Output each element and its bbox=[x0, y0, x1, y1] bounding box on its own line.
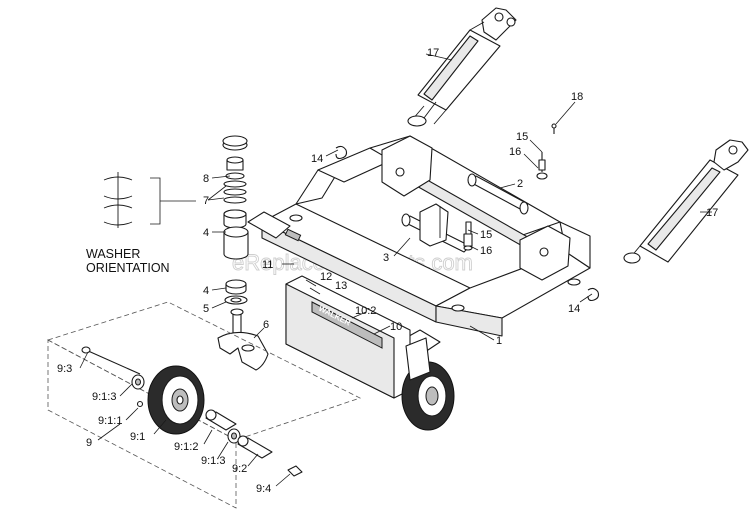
caster-fork-6 bbox=[217, 308, 269, 371]
frame-wheel bbox=[401, 337, 455, 431]
callout-7a: 7 bbox=[203, 195, 209, 207]
callout-9-2: 9:2 bbox=[232, 463, 247, 475]
pin-hardware-lower bbox=[463, 221, 473, 251]
callouts: 17 17 18 15 16 14 2 15 16 3 14 8 7 4 4 5… bbox=[57, 47, 718, 495]
callout-11: 11 bbox=[262, 259, 273, 271]
bearing-9-1-3-left bbox=[131, 374, 145, 390]
callout-17-right: 17 bbox=[706, 207, 718, 219]
callout-5: 5 bbox=[203, 303, 209, 315]
callout-1: 1 bbox=[496, 335, 502, 347]
callout-15-upper: 15 bbox=[516, 131, 528, 143]
callout-16-upper: 16 bbox=[509, 146, 521, 158]
callout-9-4: 9:4 bbox=[256, 483, 271, 495]
callout-9-1-2: 9:1:2 bbox=[174, 441, 198, 453]
callout-10: 10 bbox=[390, 321, 402, 333]
callout-14-left: 14 bbox=[311, 153, 323, 165]
grease-fitting-9-1-1 bbox=[136, 400, 144, 408]
callout-17-upper: 17 bbox=[427, 47, 439, 59]
callout-9: 9 bbox=[86, 437, 92, 449]
leader-lines bbox=[79, 53, 712, 487]
callout-18: 18 bbox=[571, 91, 583, 103]
callout-13: 13 bbox=[335, 280, 347, 292]
pivot-tube-3 bbox=[401, 203, 471, 253]
callout-9-1-3-right: 9:1:3 bbox=[201, 455, 225, 467]
spacer-9-1-2 bbox=[205, 409, 237, 431]
clip-14-right bbox=[587, 287, 600, 302]
callout-15-lower: 15 bbox=[480, 229, 492, 241]
callout-9-1-1: 9:1:1 bbox=[98, 415, 122, 427]
callout-8: 8 bbox=[203, 173, 209, 185]
callout-14-right: 14 bbox=[568, 303, 580, 315]
clip-14-left bbox=[335, 145, 348, 160]
pin-hardware-upper bbox=[536, 123, 557, 180]
callout-6: 6 bbox=[263, 319, 269, 331]
hydraulic-cylinder-upper bbox=[407, 7, 517, 127]
spindle-stack bbox=[222, 135, 249, 305]
callout-4-upper: 4 bbox=[203, 227, 209, 239]
callout-9-1-3-left: 9:1:3 bbox=[92, 391, 116, 403]
callout-9-1: 9:1 bbox=[130, 431, 145, 443]
shaft-2 bbox=[467, 173, 529, 215]
washer-orientation-legend: WASHER ORIENTATION bbox=[86, 172, 196, 275]
caster-wheel-kit-outline bbox=[46, 301, 362, 509]
legend-title-line2: ORIENTATION bbox=[86, 261, 170, 275]
callout-4-lower: 4 bbox=[203, 285, 209, 297]
guard-plate-10: WALKER bbox=[285, 275, 411, 399]
callout-16-lower: 16 bbox=[480, 245, 492, 257]
callout-9-3: 9:3 bbox=[57, 363, 72, 375]
bearing-9-1-3-right bbox=[227, 428, 241, 444]
callout-3: 3 bbox=[383, 252, 389, 264]
axle-bolt-9-3 bbox=[81, 346, 141, 375]
main-frame bbox=[247, 135, 591, 355]
hydraulic-cylinder-right bbox=[623, 139, 749, 264]
bushing-9-2 bbox=[237, 435, 273, 459]
legend-title-line1: WASHER bbox=[86, 247, 140, 261]
callout-12: 12 bbox=[320, 271, 332, 283]
caster-wheel-9-1 bbox=[147, 365, 205, 435]
nut-9-4 bbox=[287, 465, 303, 477]
callout-10-2: 10:2 bbox=[355, 305, 376, 317]
callout-2: 2 bbox=[517, 178, 523, 190]
